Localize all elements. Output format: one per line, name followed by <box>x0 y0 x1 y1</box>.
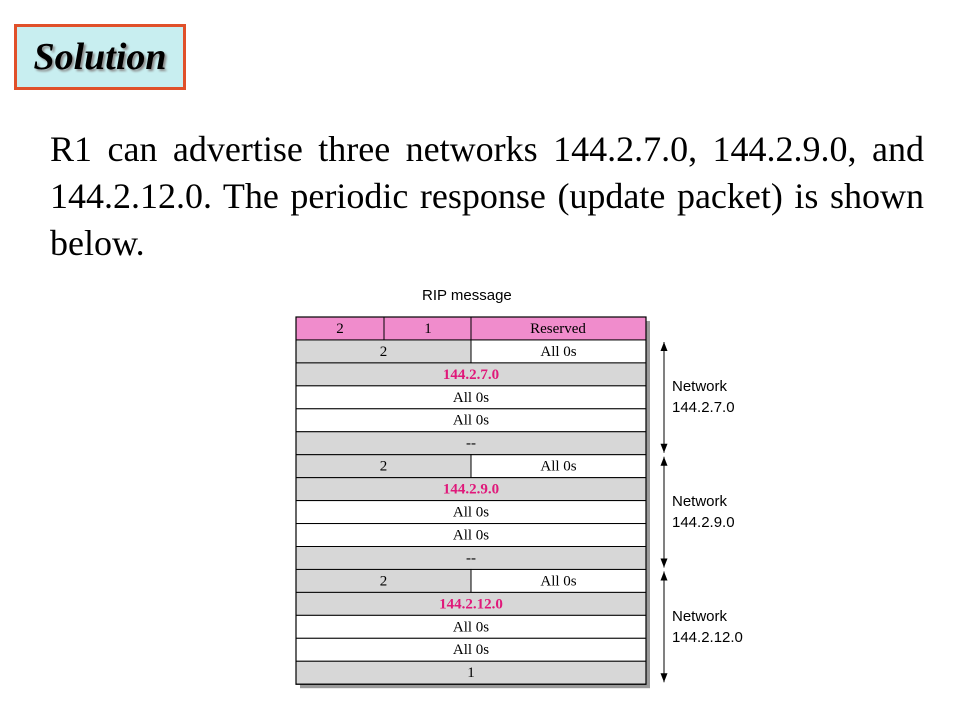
row-2-text: All 0s <box>453 390 489 406</box>
network-label-3-title: Network <box>672 608 728 625</box>
header-cell-command: 1 <box>424 321 432 337</box>
row-3-text: All 0s <box>453 413 489 429</box>
bracket-1-arrow-bottom <box>660 558 668 568</box>
row-5-family: 2 <box>380 459 388 475</box>
row-8-text: All 0s <box>453 527 489 543</box>
bracket-2-arrow-bottom <box>660 673 668 683</box>
bracket-0-arrow-top <box>660 341 668 351</box>
solution-paragraph: R1 can advertise three networks 144.2.7.… <box>50 129 924 263</box>
diagram-caption: RIP message <box>422 287 512 304</box>
row-12-text: All 0s <box>453 619 489 635</box>
table-border <box>295 316 647 685</box>
header-cell-reserved: Reserved <box>530 321 586 337</box>
network-label-1: Network 144.2.7.0 <box>672 376 735 418</box>
network-label-2-title: Network <box>672 493 728 510</box>
row-9-text: -- <box>466 550 476 566</box>
network-label-1-address: 144.2.7.0 <box>672 399 735 416</box>
row-10-zeros: All 0s <box>540 573 576 589</box>
row-10-family: 2 <box>380 573 388 589</box>
row-14-text: 1 <box>467 665 475 681</box>
solution-heading-box: Solution <box>14 24 186 90</box>
bracket-2-arrow-top <box>660 571 668 581</box>
row-13-text: All 0s <box>453 642 489 658</box>
row-0-zeros: All 0s <box>540 344 576 360</box>
row-11-text: 144.2.12.0 <box>439 596 503 612</box>
bracket-0-arrow-bottom <box>660 443 668 453</box>
bracket-1-arrow-top <box>660 456 668 466</box>
network-label-1-title: Network <box>672 378 728 395</box>
network-label-2-address: 144.2.9.0 <box>672 514 735 531</box>
header-cell-version: 2 <box>336 321 344 337</box>
solution-heading: Solution <box>33 36 167 78</box>
row-4-text: -- <box>466 436 476 452</box>
network-label-2: Network 144.2.9.0 <box>672 491 735 533</box>
network-label-3: Network 144.2.12.0 <box>672 606 743 648</box>
row-6-text: 144.2.9.0 <box>443 482 499 498</box>
row-7-text: All 0s <box>453 505 489 521</box>
network-label-3-address: 144.2.12.0 <box>672 629 743 646</box>
row-0-family: 2 <box>380 344 388 360</box>
row-1-text: 144.2.7.0 <box>443 367 499 383</box>
row-5-zeros: All 0s <box>540 459 576 475</box>
